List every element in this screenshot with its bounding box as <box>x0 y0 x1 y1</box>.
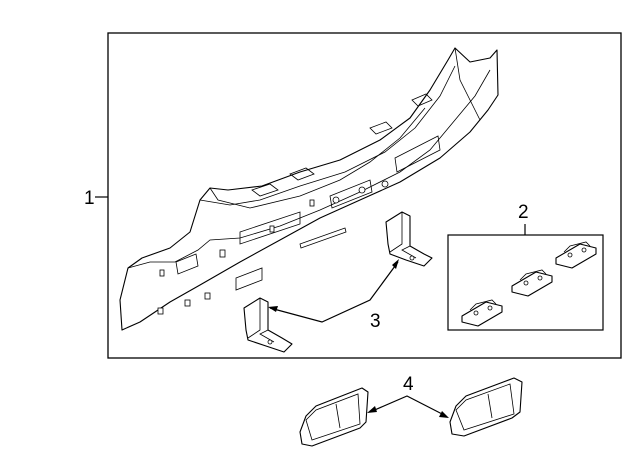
support-bracket-right-icon <box>385 211 433 267</box>
bracket-3-icon <box>555 241 597 269</box>
main-assembly-frame <box>107 32 622 359</box>
arrowhead <box>392 259 399 269</box>
callout-3-leader <box>269 261 399 323</box>
reflector-pad-left-icon <box>299 387 369 447</box>
bracket-2-icon <box>511 269 553 297</box>
arrowhead <box>268 306 278 312</box>
support-bracket-left-icon <box>243 297 293 353</box>
callout-3-label: 3 <box>370 311 381 332</box>
callout-2-label: 2 <box>518 202 529 223</box>
reflector-pad-right-icon <box>449 377 523 437</box>
rear-body-panel-icon <box>119 47 499 331</box>
bracket-set-icon <box>461 241 597 327</box>
bracket-1-icon <box>461 299 503 327</box>
callout-1-label: 1 <box>84 188 95 209</box>
arrowhead <box>367 406 377 413</box>
callout-4-label: 4 <box>403 374 414 395</box>
callout-4-leader <box>369 395 447 417</box>
arrowhead <box>439 411 449 418</box>
